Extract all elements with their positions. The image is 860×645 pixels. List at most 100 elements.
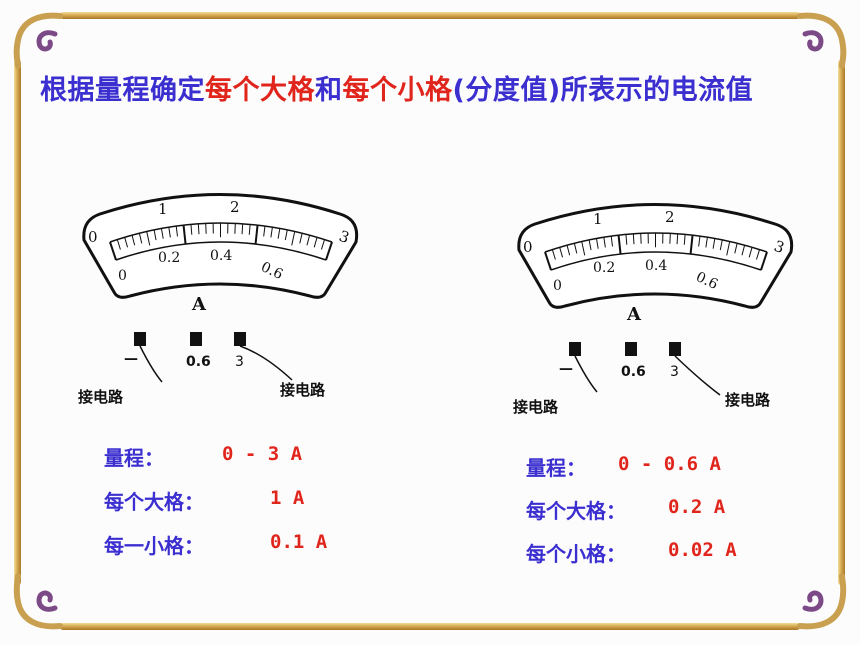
terminal-minus-label: — bbox=[559, 361, 573, 377]
scale-tick bbox=[573, 243, 578, 254]
scale-tick bbox=[760, 251, 768, 271]
big-division-row: 每个大格： 0.2 A bbox=[526, 495, 826, 523]
ammeter-diagram-left: 0 1 2 3 0 0.2 0.4 0.6 A — 0.6 3 接电路 接电路 bbox=[78, 193, 359, 406]
terminal-minus-label: — bbox=[124, 351, 138, 367]
scale-tick bbox=[719, 239, 723, 251]
scale-tick bbox=[168, 227, 171, 238]
scale-tick bbox=[109, 241, 117, 261]
scale-tick bbox=[748, 247, 753, 258]
scale-tick bbox=[755, 249, 761, 260]
big-division-row: 每个大格： 1 A bbox=[104, 486, 404, 514]
lower-scale-02: 0.2 bbox=[158, 250, 180, 266]
range-row: 量程： 0 - 0.6 A bbox=[526, 452, 826, 480]
scale-tick bbox=[270, 227, 273, 238]
title-part-2: 每个大格 bbox=[205, 75, 315, 106]
terminal-0-6 bbox=[625, 342, 637, 356]
lower-scale-0: 0 bbox=[118, 268, 127, 284]
left-info-block: 量程： 0 - 3 A 每个大格： 1 A 每一小格： 0.1 A bbox=[104, 442, 404, 572]
lower-scale-04: 0.4 bbox=[645, 258, 667, 274]
small-division-row: 每个小格： 0.02 A bbox=[526, 538, 826, 566]
scale-tick bbox=[617, 235, 622, 255]
upper-scale-0: 0 bbox=[523, 238, 533, 256]
scale-ticks bbox=[109, 223, 333, 261]
scale-tick bbox=[551, 249, 556, 260]
upper-scale-1: 1 bbox=[158, 200, 168, 218]
scale-tick bbox=[712, 238, 716, 249]
big-division-value: 1 A bbox=[270, 487, 305, 509]
title-part-4: 每个小格 bbox=[342, 75, 453, 106]
right-info-block: 量程： 0 - 0.6 A 每个大格： 0.2 A 每个小格： 0.02 A bbox=[526, 452, 826, 582]
scale-tick bbox=[241, 223, 244, 235]
unit-label: A bbox=[191, 294, 207, 315]
scale-tick bbox=[595, 238, 599, 249]
wire-right bbox=[239, 345, 293, 381]
connect-circuit-left: 接电路 bbox=[513, 398, 559, 416]
lower-scale-02: 0.2 bbox=[593, 260, 615, 276]
scale-tick bbox=[581, 241, 586, 256]
ammeter-diagram-right: 0 1 2 3 0 0.2 0.4 0.6 A — 0.6 3 接电路 接电路 bbox=[513, 203, 794, 416]
big-division-value: 0.2 A bbox=[668, 496, 726, 518]
scale-ticks bbox=[544, 233, 768, 271]
scale-tick bbox=[689, 235, 694, 255]
title-part-5: (分度值)所表示的电流值 bbox=[452, 75, 754, 106]
scale-tick bbox=[116, 239, 121, 250]
scale-tick bbox=[254, 225, 259, 245]
scale-tick bbox=[705, 237, 708, 248]
upper-scale-2: 2 bbox=[230, 198, 240, 216]
scale-tick bbox=[741, 245, 746, 256]
scale-tick bbox=[182, 225, 187, 245]
title-part-3: 和 bbox=[315, 75, 343, 106]
wire-left bbox=[574, 355, 598, 393]
range-value: 0 - 0.6 A bbox=[618, 453, 721, 475]
scale-tick bbox=[160, 228, 164, 239]
scale-tick bbox=[190, 224, 193, 235]
scale-tick bbox=[726, 241, 731, 256]
small-division-label: 每一小格： bbox=[104, 534, 204, 558]
scale-tick bbox=[124, 237, 129, 248]
scale-tick bbox=[734, 243, 738, 254]
page-title: 根据量程确定每个大格和每个小格(分度值)所表示的电流值 bbox=[40, 68, 753, 107]
scale-tick bbox=[131, 235, 136, 246]
terminal-minus bbox=[569, 342, 581, 356]
scale-tick bbox=[603, 237, 606, 248]
scale-tick bbox=[138, 233, 143, 244]
scale-tick bbox=[299, 233, 303, 244]
terminal-3-label: 3 bbox=[670, 364, 679, 380]
wire-left bbox=[139, 345, 163, 383]
scale-tick bbox=[313, 237, 318, 248]
scale-tick bbox=[284, 229, 288, 241]
scale-tick bbox=[153, 229, 157, 241]
scale-tick bbox=[683, 234, 686, 245]
lower-scale-0: 0 bbox=[553, 278, 562, 294]
connect-circuit-left: 接电路 bbox=[78, 388, 124, 406]
scale-tick bbox=[625, 234, 628, 245]
terminal-3 bbox=[234, 332, 246, 346]
scale-tick bbox=[277, 228, 281, 239]
terminal-minus bbox=[134, 332, 146, 346]
connect-circuit-right: 接电路 bbox=[725, 391, 771, 409]
scale-tick bbox=[676, 233, 679, 245]
upper-scale-0: 0 bbox=[88, 228, 98, 246]
scale-tick bbox=[632, 233, 635, 245]
scale-tick bbox=[175, 225, 178, 237]
dial-outer bbox=[517, 203, 794, 309]
terminal-3-label: 3 bbox=[235, 354, 244, 370]
unit-label: A bbox=[626, 304, 642, 325]
big-division-label: 每个大格： bbox=[526, 499, 626, 523]
scale-tick bbox=[320, 239, 326, 250]
scale-tick bbox=[248, 224, 251, 235]
small-division-value: 0.1 A bbox=[270, 531, 328, 553]
lower-scale-04: 0.4 bbox=[210, 248, 232, 264]
big-division-label: 每个大格： bbox=[104, 490, 204, 514]
scale-tick bbox=[610, 235, 613, 247]
connect-circuit-right: 接电路 bbox=[280, 381, 326, 399]
scale-tick bbox=[698, 235, 701, 247]
small-division-row: 每一小格： 0.1 A bbox=[104, 530, 404, 558]
terminal-0-6 bbox=[190, 332, 202, 346]
title-part-1: 根据量程确定 bbox=[40, 75, 205, 106]
range-row: 量程： 0 - 3 A bbox=[104, 442, 404, 470]
terminal-0-6-label: 0.6 bbox=[186, 354, 211, 370]
scale-tick bbox=[559, 247, 564, 258]
